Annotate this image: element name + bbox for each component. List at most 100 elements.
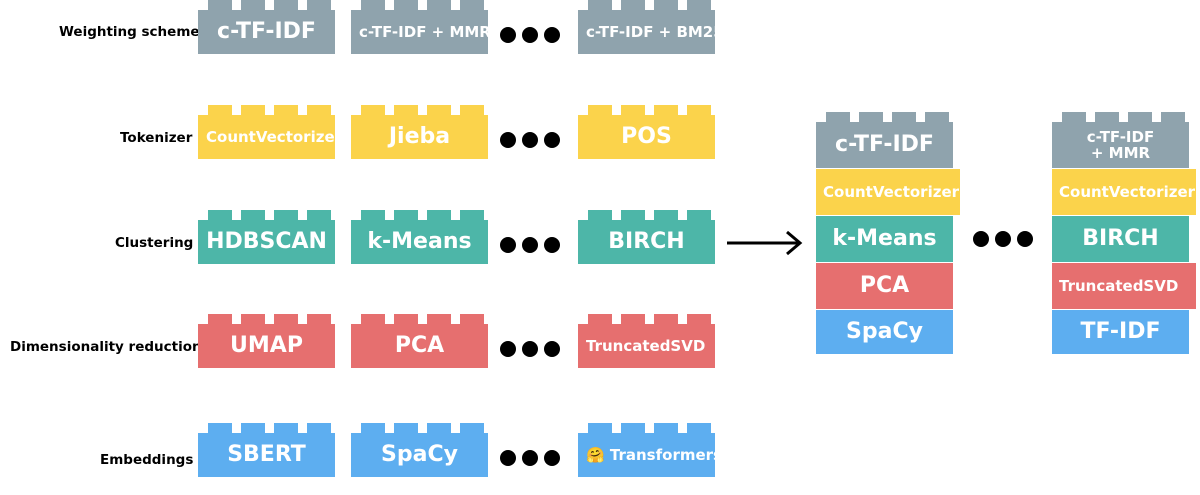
component-brick: SpaCy (351, 423, 488, 477)
brick-stud (427, 423, 451, 433)
dot (500, 450, 516, 466)
dot (1017, 231, 1033, 247)
brick-stud (361, 423, 385, 433)
component-brick: 🤗 Transformers (578, 423, 715, 477)
brick-stud (394, 105, 418, 115)
right-arrow-icon (727, 230, 803, 256)
brick-label: k-Means (351, 220, 488, 264)
component-brick: POS (578, 105, 715, 159)
brick-stud (687, 210, 711, 220)
brick-stud (588, 105, 612, 115)
component-brick: c-TF-IDF + BM25 (578, 0, 715, 54)
brick-label: BIRCH (578, 220, 715, 264)
dot (544, 237, 560, 253)
brick-stud (208, 210, 232, 220)
brick-stud (621, 105, 645, 115)
brick-stud (687, 0, 711, 10)
brick-stud (394, 423, 418, 433)
component-brick: HDBSCAN (198, 210, 335, 264)
brick-stud (1062, 112, 1086, 122)
dot (544, 27, 560, 43)
brick-label: HDBSCAN (198, 220, 335, 264)
brick-stud (241, 210, 265, 220)
component-brick: CountVectorizer (198, 105, 335, 159)
brick-stud (859, 112, 883, 122)
brick-stud (588, 0, 612, 10)
brick-stud (241, 105, 265, 115)
ellipsis-dots-icon (973, 231, 1033, 247)
pipeline-block: c-TF-IDF + MMR (1052, 122, 1189, 168)
brick-label: c-TF-IDF + MMR (351, 10, 488, 54)
brick-label: TruncatedSVD (578, 324, 715, 368)
brick-stud (361, 210, 385, 220)
brick-label: SBERT (198, 433, 335, 477)
brick-stud (654, 0, 678, 10)
row-label-clustering: Clustering (115, 235, 194, 251)
brick-stud (826, 112, 850, 122)
dot (522, 450, 538, 466)
brick-stud (241, 423, 265, 433)
brick-label: SpaCy (351, 433, 488, 477)
component-brick: SBERT (198, 423, 335, 477)
dot (522, 341, 538, 357)
brick-stud (307, 314, 331, 324)
brick-stud (307, 105, 331, 115)
brick-label: CountVectorizer (198, 115, 335, 159)
brick-stud (588, 210, 612, 220)
dot (544, 450, 560, 466)
brick-stud (621, 314, 645, 324)
brick-stud (460, 314, 484, 324)
brick-label: POS (578, 115, 715, 159)
dot (500, 27, 516, 43)
brick-stud (460, 105, 484, 115)
brick-stud (208, 423, 232, 433)
brick-stud (654, 210, 678, 220)
dot (544, 341, 560, 357)
dot (995, 231, 1011, 247)
dot (500, 341, 516, 357)
brick-stud (208, 0, 232, 10)
brick-stud (427, 314, 451, 324)
component-brick: UMAP (198, 314, 335, 368)
brick-stud (394, 314, 418, 324)
brick-stud (621, 210, 645, 220)
brick-stud (460, 210, 484, 220)
brick-stud (427, 105, 451, 115)
dot (973, 231, 989, 247)
dot (522, 132, 538, 148)
brick-stud (241, 0, 265, 10)
brick-stud (274, 210, 298, 220)
dot (522, 237, 538, 253)
brick-stud (621, 423, 645, 433)
brick-stud (687, 314, 711, 324)
pipeline-block: CountVectorizer (1052, 169, 1196, 215)
component-brick: BIRCH (578, 210, 715, 264)
brick-stud (1161, 112, 1185, 122)
brick-stud (208, 105, 232, 115)
brick-stud (274, 105, 298, 115)
ellipsis-dots-icon (500, 341, 560, 357)
brick-stud (307, 210, 331, 220)
brick-stud (274, 423, 298, 433)
brick-stud (241, 314, 265, 324)
brick-stud (427, 0, 451, 10)
component-brick: TruncatedSVD (578, 314, 715, 368)
pipeline-block: c-TF-IDF (816, 122, 953, 168)
component-brick: k-Means (351, 210, 488, 264)
component-brick: Jieba (351, 105, 488, 159)
brick-label: UMAP (198, 324, 335, 368)
brick-stud (307, 0, 331, 10)
brick-stud (1128, 112, 1152, 122)
row-label-weighting-scheme: Weighting scheme (59, 24, 200, 40)
pipeline-block: PCA (816, 263, 953, 309)
pipeline-block: SpaCy (816, 310, 953, 354)
brick-stud (892, 112, 916, 122)
brick-stud (274, 0, 298, 10)
brick-stud (654, 105, 678, 115)
brick-label: 🤗 Transformers (578, 433, 715, 477)
brick-stud (208, 314, 232, 324)
dot (500, 132, 516, 148)
component-brick: c-TF-IDF + MMR (351, 0, 488, 54)
pipeline-block: CountVectorizer (816, 169, 960, 215)
brick-stud (460, 423, 484, 433)
